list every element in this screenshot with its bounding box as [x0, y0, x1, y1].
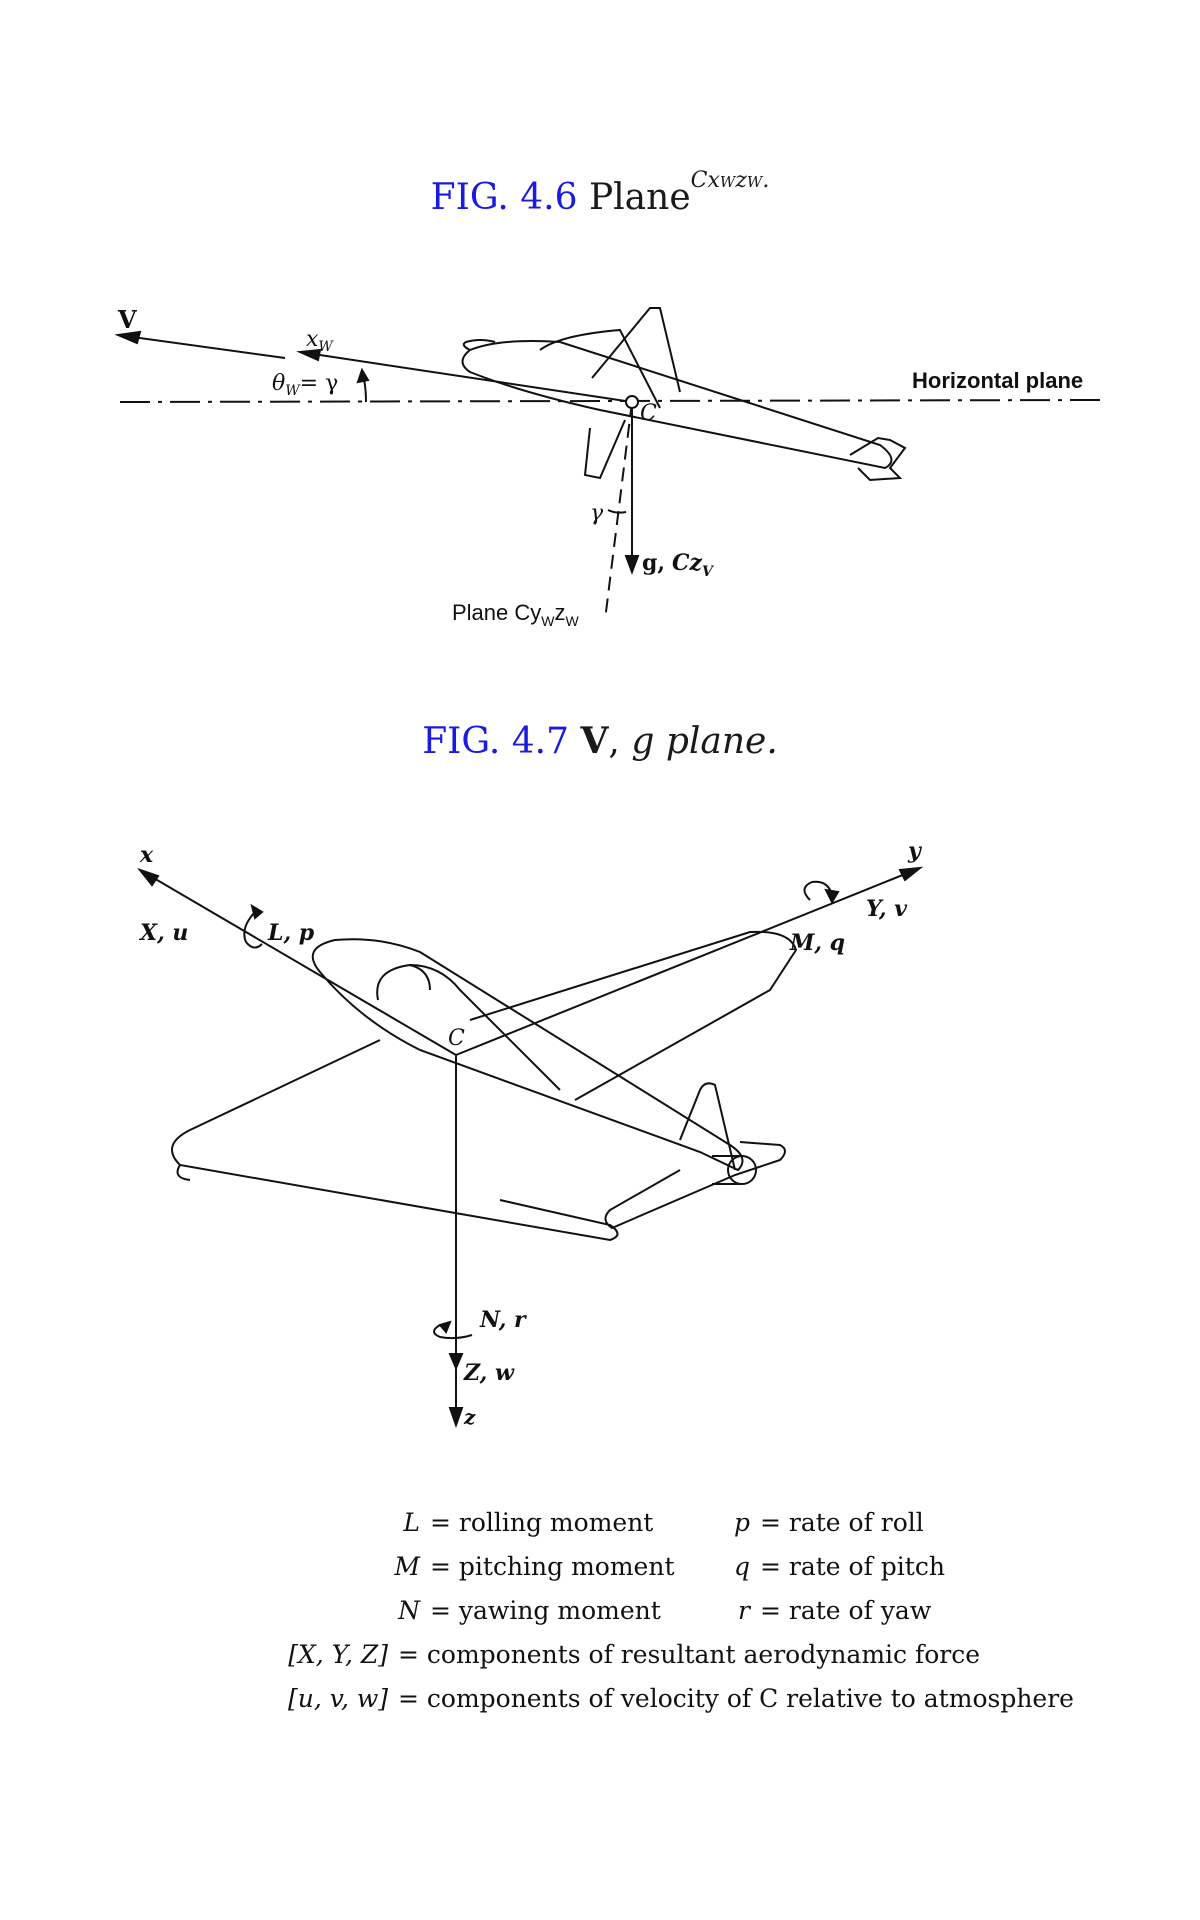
z-axis-label: z — [463, 1405, 476, 1429]
fin — [591, 307, 681, 393]
legend-sym-0: L — [403, 1508, 420, 1537]
x-axis-label: x — [139, 842, 154, 868]
c-point-label: C — [448, 1026, 465, 1051]
legend-sym2-2: r — [738, 1596, 750, 1625]
mq-label: M, q — [789, 930, 845, 956]
fuselage-3d — [311, 938, 744, 1172]
legend-sym2-1: q — [733, 1552, 750, 1581]
legend-text2-2: = rate of yaw — [760, 1596, 932, 1625]
xw-axis — [299, 351, 633, 403]
czv-label: CzV — [672, 550, 715, 580]
fig-4-6-diagram: V xW θW= γ Horizontal plane C γ g, CzV P… — [114, 305, 1101, 629]
fig-4-6-link[interactable]: FIG. 4.6 — [430, 177, 578, 218]
gamma-label: γ — [590, 501, 604, 526]
legend-uvw: [u, v, w] — [288, 1684, 388, 1713]
fig-4-6-caption: FIG. 4.6 PlaneCxWzW. — [0, 168, 1200, 218]
legend-xyz-text: = components of resultant aerodynamic fo… — [398, 1640, 981, 1669]
zw-label: Z, w — [463, 1360, 515, 1386]
legend-text-2: = yawing moment — [430, 1596, 661, 1625]
legend-sym2-0: p — [733, 1508, 750, 1537]
wing-left — [171, 1039, 619, 1242]
horizontal-plane-label: Horizontal plane — [912, 368, 1083, 393]
legend-text-0: = rolling moment — [430, 1508, 654, 1537]
legend-sym-2: N — [398, 1596, 420, 1625]
legend-xyz: [X, Y, Z] — [288, 1640, 388, 1669]
c-label: C — [640, 401, 657, 426]
velocity-vector — [117, 334, 286, 359]
yv-label: Y, v — [866, 896, 907, 922]
legend-text2-1: = rate of pitch — [760, 1552, 945, 1581]
g-label: g, — [642, 550, 665, 576]
lp-label: L, p — [267, 920, 315, 946]
legend-uvw-text: = components of velocity of C relative t… — [398, 1684, 1074, 1713]
wing-right — [469, 930, 798, 1101]
wing — [539, 328, 661, 409]
x-axis — [139, 869, 457, 1056]
y-axis — [455, 867, 921, 1056]
theta-label: θW= γ — [272, 371, 338, 399]
legend-text-1: = pitching moment — [430, 1552, 675, 1581]
xu-label: X, u — [138, 920, 188, 946]
fig-4-7-diagram: x X, u L, p y Y, v M, q C N, r Z, w z — [137, 840, 924, 1429]
fig-4-7-v: V — [580, 720, 609, 762]
nr-label: N, r — [479, 1307, 527, 1333]
plane-cy-label: Plane CyWzW — [452, 600, 580, 629]
fig-4-7-link[interactable]: FIG. 4.7 — [422, 721, 570, 762]
fig-4-7-caption: FIG. 4.7 V, g plane. — [422, 720, 778, 762]
fig-4-6-superscript: CxWzW. — [690, 168, 770, 193]
fig-4-7-g: g — [631, 721, 655, 762]
y-axis-label: y — [907, 840, 923, 864]
plane-cyw-trace — [604, 401, 633, 621]
horizontal-plane-line — [119, 399, 1101, 403]
legend: L = rolling moment p = rate of roll M = … — [0, 1490, 1200, 1730]
tail-fin — [679, 1082, 736, 1171]
canopy — [376, 963, 561, 1091]
horizontal-tail — [604, 1141, 786, 1230]
legend-text2-0: = rate of roll — [760, 1508, 924, 1537]
cg-point — [625, 395, 639, 409]
fig-4-7-plane: plane. — [665, 721, 778, 762]
legend-sym-1: M — [394, 1552, 420, 1581]
xw-label: xW — [306, 327, 334, 355]
fig-4-6-title: Plane — [588, 177, 691, 218]
fuselage — [461, 340, 893, 470]
v-label: V — [117, 305, 137, 334]
